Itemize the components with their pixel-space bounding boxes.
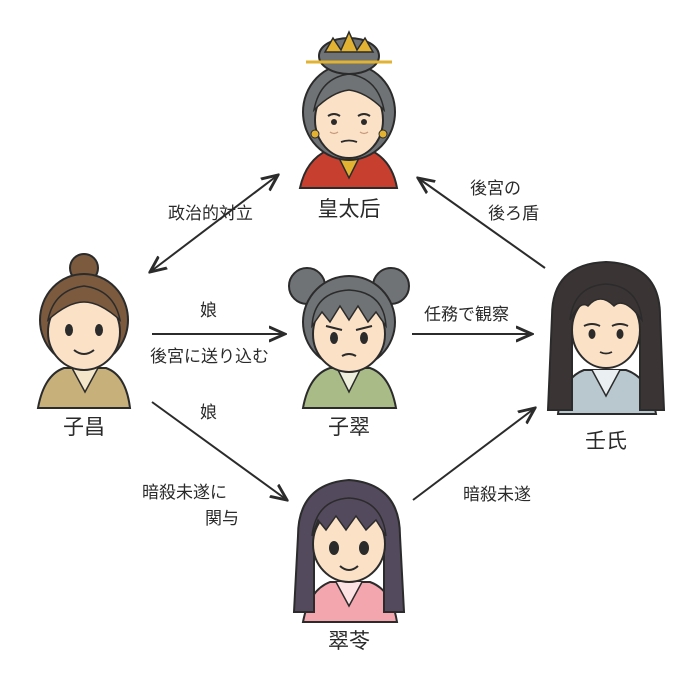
label-daughter-suirei: 娘 (200, 403, 217, 423)
name-suirei: 翠苓 (328, 629, 370, 653)
label-political-conflict: 政治的対立 (168, 204, 253, 224)
name-empress-dowager: 皇太后 (317, 197, 381, 221)
name-jinshi: 壬氏 (585, 429, 627, 453)
name-shisho: 子昌 (63, 415, 105, 439)
crown-ornament-icon (323, 30, 375, 53)
label-assassination-involvement-2: 関与 (205, 509, 239, 529)
label-daughter-shisui: 娘 (200, 301, 217, 321)
arrow-assassination-attempt (412, 408, 535, 501)
label-send-to-palace: 後宮に送り込む (150, 347, 269, 367)
label-palace-backer-1: 後宮の (470, 179, 521, 199)
label-palace-backer-2: 後ろ盾 (488, 204, 539, 224)
name-shisui: 子翠 (328, 415, 370, 439)
shisho-figure (36, 253, 132, 409)
arrow-political-conflict (150, 175, 278, 272)
jinshi-figure (546, 260, 666, 415)
suirei-figure (292, 478, 406, 623)
label-assassination-involvement-1: 暗殺未遂に (142, 483, 227, 503)
arrow-assassination-involvement (151, 401, 287, 500)
label-assassination-attempt: 暗殺未遂 (463, 485, 531, 505)
label-mission-observe: 任務で観察 (424, 305, 509, 325)
empress-dowager-figure (298, 30, 399, 189)
shisui-figure (288, 267, 410, 409)
arrow-palace-backer (418, 178, 546, 269)
